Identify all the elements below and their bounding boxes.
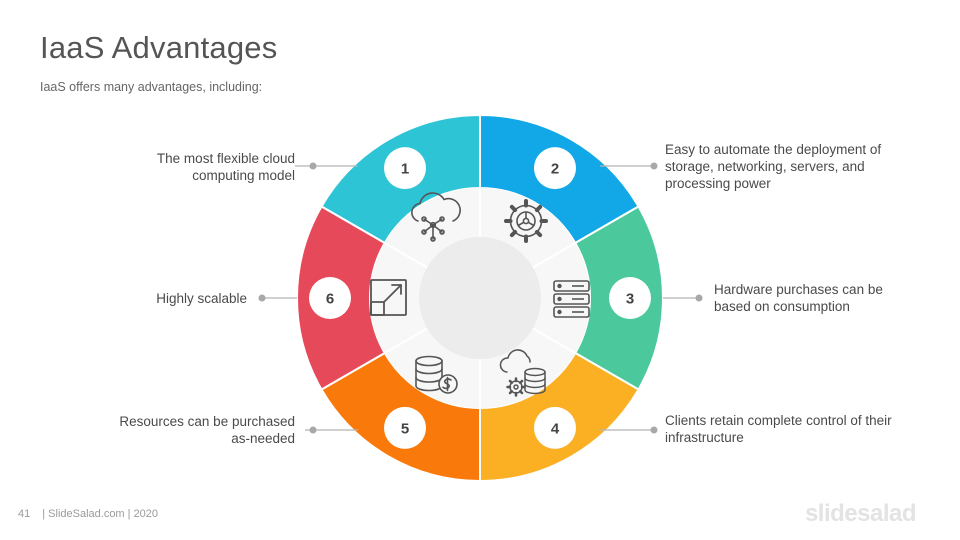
label-6: Highly scalable — [156, 290, 247, 307]
badge-number: 3 — [626, 291, 634, 308]
badge-4: 4 — [534, 406, 576, 449]
number-badges: 1 2 3 4 5 6 — [309, 147, 651, 449]
gear-tooth — [518, 379, 524, 385]
label-1: The most flexible cloud computing model — [157, 150, 295, 184]
badge-1: 1 — [384, 147, 426, 190]
server-rack-icon — [553, 280, 590, 318]
label-2: Easy to automate the deployment of storag… — [665, 141, 881, 192]
footer-credit: | SlideSalad.com | 2020 — [42, 508, 159, 520]
label-connectors — [258, 162, 703, 434]
badge-number: 6 — [326, 291, 334, 308]
badge-number: 5 — [401, 420, 409, 437]
connector-dot-3 — [695, 294, 703, 302]
gear-tooth — [534, 229, 543, 238]
badge-circle — [384, 406, 426, 449]
label-line: Hardware purchases can be — [714, 282, 883, 297]
slide-title: IaaS Advantages — [40, 30, 278, 65]
cloud-network-icon — [411, 192, 461, 242]
gear-tooth — [509, 204, 518, 213]
label-5: Resources can be purchased as-needed — [119, 413, 295, 447]
label-line: Clients retain complete control of their — [665, 413, 892, 428]
label-3: Hardware purchases can be based on consum… — [714, 281, 883, 315]
badge-3: 3 — [609, 277, 651, 319]
badge-circle — [534, 147, 576, 190]
badge-circle — [609, 277, 651, 319]
badge-6: 6 — [309, 277, 351, 319]
footer: 41 | SlideSalad.com | 2020 — [18, 508, 158, 520]
label-line: processing power — [665, 176, 771, 191]
badge-number: 4 — [551, 420, 560, 437]
gear-tooth — [509, 229, 518, 238]
label-line: infrastructure — [665, 430, 744, 445]
database-dollar-icon — [415, 355, 458, 394]
gear-automation-icon — [504, 199, 548, 243]
label-4: Clients retain complete control of their… — [665, 412, 892, 446]
connector-dot-4 — [650, 426, 658, 434]
label-line: Highly scalable — [156, 291, 247, 306]
connector-dot-1 — [309, 162, 317, 170]
label-line: The most flexible cloud — [156, 151, 295, 166]
badge-circle — [534, 406, 576, 449]
label-line: storage, networking, servers, and — [665, 159, 865, 174]
label-line: as-needed — [231, 431, 295, 446]
page-number: 41 — [18, 508, 31, 520]
cloud-database-gear-icon — [499, 349, 546, 397]
badge-2: 2 — [534, 147, 576, 190]
connector-dot-5 — [309, 426, 317, 434]
expand-arrow-icon — [370, 279, 407, 316]
center-hub — [419, 237, 541, 359]
gear-tooth — [518, 389, 524, 395]
badge-number: 1 — [401, 161, 409, 178]
gear-tooth — [508, 389, 514, 395]
gear-tooth — [534, 204, 543, 213]
label-line: based on consumption — [714, 299, 850, 314]
badge-5: 5 — [384, 406, 426, 449]
connector-dot-2 — [650, 162, 658, 170]
connector-dot-6 — [258, 294, 266, 302]
slide-subtitle: IaaS offers many advantages, including: — [40, 80, 263, 94]
label-line: computing model — [192, 168, 295, 183]
brand-watermark: slidesalad — [804, 500, 917, 527]
label-line: Easy to automate the deployment of — [665, 142, 882, 157]
badge-number: 2 — [551, 161, 559, 178]
label-line: Resources can be purchased — [119, 414, 295, 429]
badge-circle — [309, 277, 351, 319]
badge-circle — [384, 147, 426, 190]
gear-tooth — [508, 379, 514, 385]
